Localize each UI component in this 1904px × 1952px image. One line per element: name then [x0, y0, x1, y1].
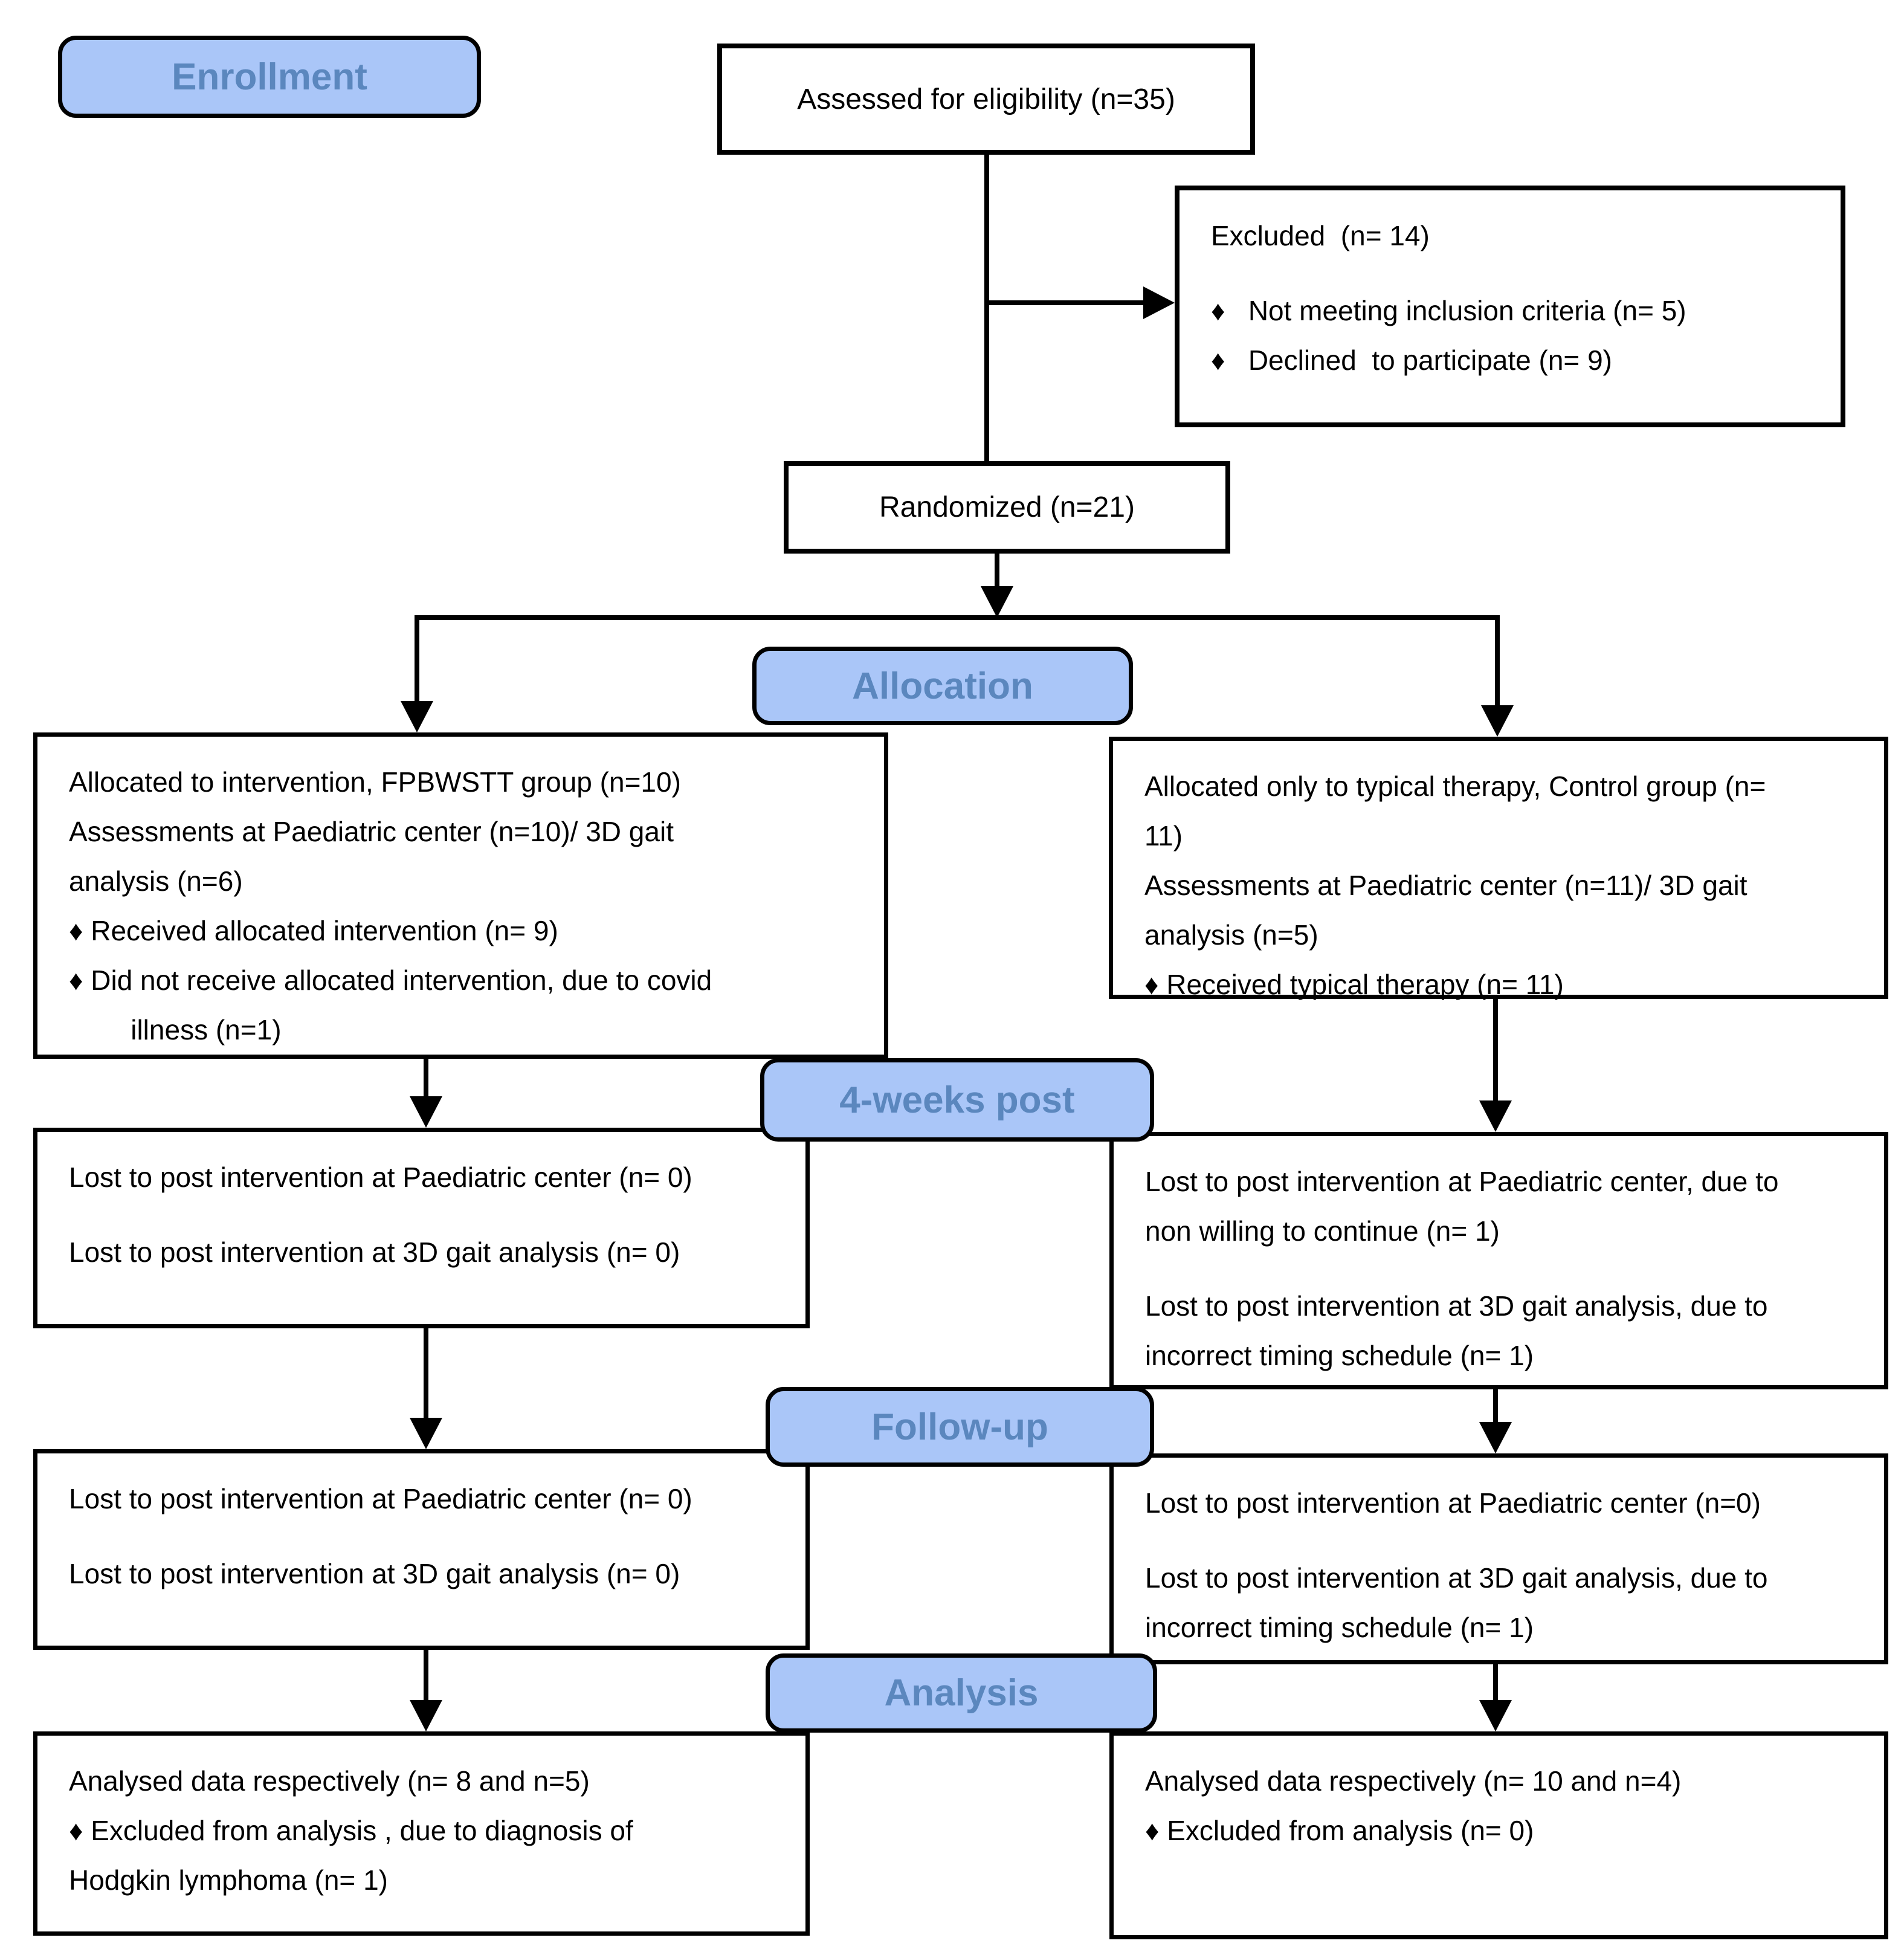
- excluded-text: Excluded (n= 14)♦ Not meeting inclusion …: [1211, 220, 1686, 376]
- stage-label-4-weeks-post: 4-weeks post: [760, 1058, 1154, 1142]
- arrowhead-4-weeks-left: [410, 1096, 442, 1128]
- box-analysis-intervention-group: Analysed data respectively (n= 8 and n=5…: [33, 1731, 810, 1936]
- connector-4-weeks-to-follow-up-left: [424, 1328, 428, 1419]
- branch-line: [417, 615, 1500, 620]
- connector-follow-up-to-analysis-right: [1493, 1664, 1498, 1701]
- arrowhead-allocation-control: [1481, 705, 1514, 737]
- stage-label-follow-up: Follow-up: [766, 1387, 1154, 1467]
- stage-label-enrollment: Enrollment: [58, 36, 481, 118]
- connector-allocation-to-4-weeks-left: [424, 1059, 428, 1097]
- box-allocation-control-group: Allocated only to typical therapy, Contr…: [1109, 737, 1888, 1000]
- arrowhead-4-weeks-right: [1479, 1100, 1512, 1132]
- arrowhead-allocation-intervention: [401, 701, 433, 732]
- box-allocation-intervention-group: Allocated to intervention, FPBWSTT group…: [33, 732, 888, 1059]
- arrowhead-follow-up-right: [1479, 1422, 1512, 1453]
- arrowhead-excluded: [1143, 286, 1175, 319]
- connector-to-excluded: [984, 300, 1144, 305]
- box-follow-up-control-group: Lost to post intervention at Paediatric …: [1109, 1453, 1888, 1664]
- box-4-weeks-control-group: Lost to post intervention at Paediatric …: [1109, 1132, 1888, 1389]
- connector-branch-to-control: [1495, 615, 1500, 706]
- connector-follow-up-to-analysis-left: [424, 1650, 428, 1701]
- follow-up-intervention-text: Lost to post intervention at Paediatric …: [69, 1483, 692, 1589]
- box-follow-up-intervention-group: Lost to post intervention at Paediatric …: [33, 1449, 810, 1650]
- arrowhead-branch: [981, 586, 1013, 618]
- connector-branch-to-intervention: [415, 615, 419, 702]
- connector-assessed-to-randomized: [984, 155, 989, 466]
- connector-allocation-to-4-weeks-right: [1493, 999, 1498, 1102]
- arrowhead-analysis-left: [410, 1700, 442, 1731]
- stage-label-analysis: Analysis: [766, 1653, 1157, 1733]
- analysis-intervention-text: Analysed data respectively (n= 8 and n=5…: [69, 1765, 633, 1896]
- connector-randomized-to-branch: [995, 554, 999, 587]
- analysis-control-text: Analysed data respectively (n= 10 and n=…: [1145, 1765, 1682, 1846]
- allocation-control-text: Allocated only to typical therapy, Contr…: [1144, 771, 1766, 1000]
- box-excluded: Excluded (n= 14)♦ Not meeting inclusion …: [1175, 186, 1845, 427]
- box-randomized: Randomized (n=21): [784, 461, 1230, 554]
- box-analysis-control-group: Analysed data respectively (n= 10 and n=…: [1109, 1731, 1888, 1939]
- connector-4-weeks-to-follow-up-right: [1493, 1389, 1498, 1423]
- follow-up-control-text: Lost to post intervention at Paediatric …: [1145, 1487, 1768, 1643]
- box-4-weeks-intervention-group: Lost to post intervention at Paediatric …: [33, 1128, 810, 1328]
- arrowhead-follow-up-left: [410, 1418, 442, 1449]
- arrowhead-analysis-right: [1479, 1700, 1512, 1731]
- stage-label-allocation: Allocation: [752, 647, 1133, 725]
- box-assessed-for-eligibility: Assessed for eligibility (n=35): [717, 44, 1255, 155]
- 4-weeks-control-text: Lost to post intervention at Paediatric …: [1145, 1166, 1779, 1371]
- 4-weeks-intervention-text: Lost to post intervention at Paediatric …: [69, 1162, 692, 1268]
- allocation-intervention-text: Allocated to intervention, FPBWSTT group…: [69, 766, 712, 1045]
